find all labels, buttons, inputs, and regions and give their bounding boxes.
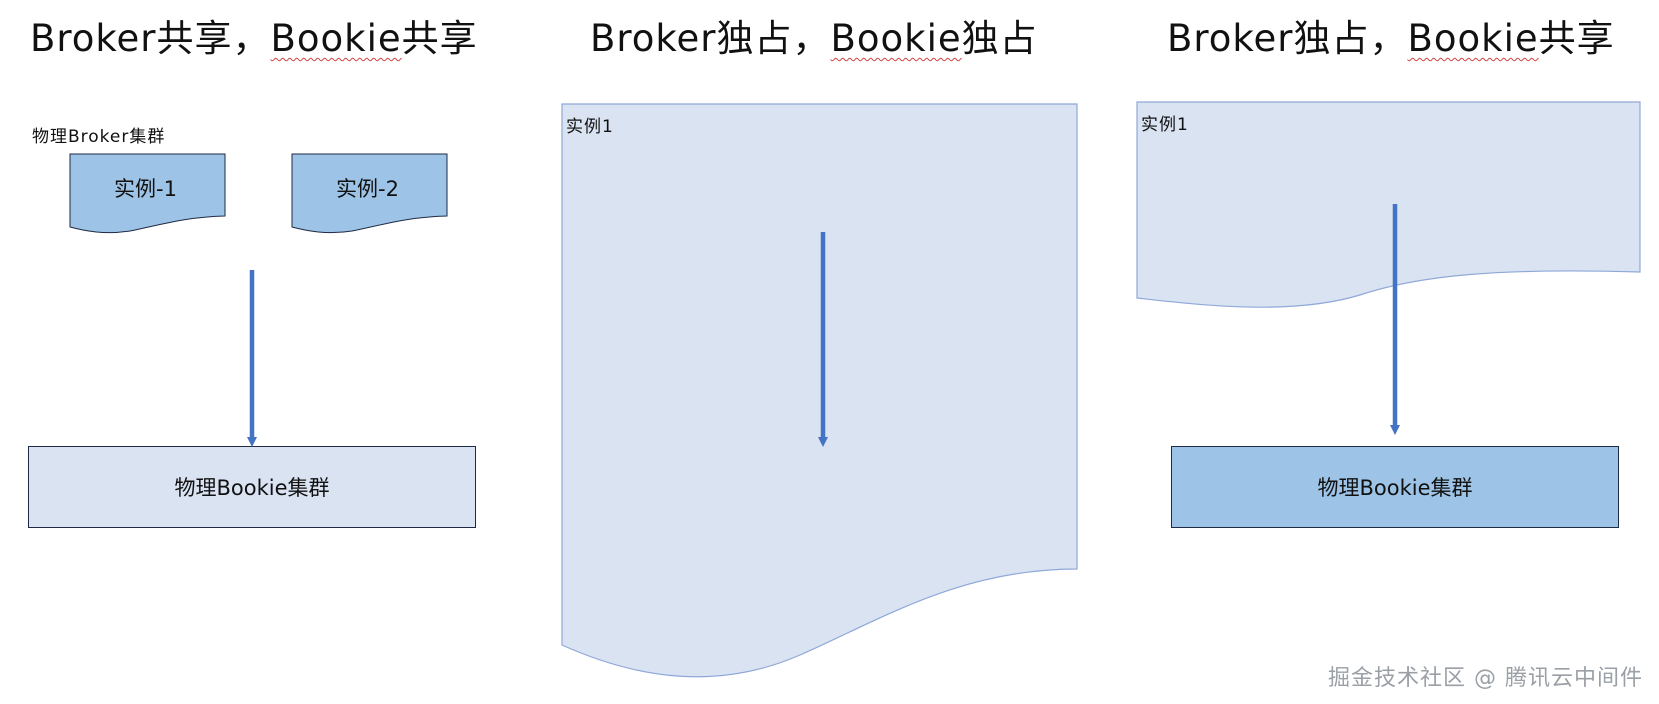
panel3-physical-broker-cluster: 物理Broker集群 xyxy=(1171,141,1619,223)
panel3-instance-label: 实例1 xyxy=(1141,115,1189,135)
panel2-title-prefix: Broker独占， xyxy=(590,17,831,60)
panel3-title-prefix: Broker独占， xyxy=(1167,17,1408,60)
panel3-title-suffix: 共享 xyxy=(1538,17,1615,60)
panel2-title-suffix: 独占 xyxy=(961,17,1038,60)
panel3-title: Broker独占，Bookie共享 xyxy=(1167,20,1615,57)
panel2-physical-bookie-cluster: 物理Bookie集群 xyxy=(600,446,1048,528)
panel1-title: Broker共享，Bookie共享 xyxy=(30,20,478,57)
panel2-instance-label: 实例1 xyxy=(566,117,614,137)
panel2-title: Broker独占，Bookie独占 xyxy=(590,20,1038,57)
panel1-instance-1-label: 实例-1 xyxy=(114,177,177,201)
panel1-physical-bookie-cluster: 物理Bookie集群 xyxy=(28,446,476,528)
panel1-title-suffix: 共享 xyxy=(401,17,478,60)
panel1-title-prefix: Broker共享， xyxy=(30,17,271,60)
panel2-physical-broker-cluster: 物理Broker集群 xyxy=(600,143,1048,225)
panel1-physical-broker-cluster-label: 物理Broker集群 xyxy=(32,127,166,147)
panel2-title-bookie: Bookie xyxy=(830,17,962,60)
watermark: 掘金技术社区 @ 腾讯云中间件 xyxy=(1328,666,1643,691)
panel3-title-bookie: Bookie xyxy=(1407,17,1539,60)
panel1-title-bookie: Bookie xyxy=(270,17,402,60)
panel3-physical-bookie-cluster: 物理Bookie集群 xyxy=(1171,446,1619,528)
panel1-instance-2-label: 实例-2 xyxy=(336,177,399,201)
